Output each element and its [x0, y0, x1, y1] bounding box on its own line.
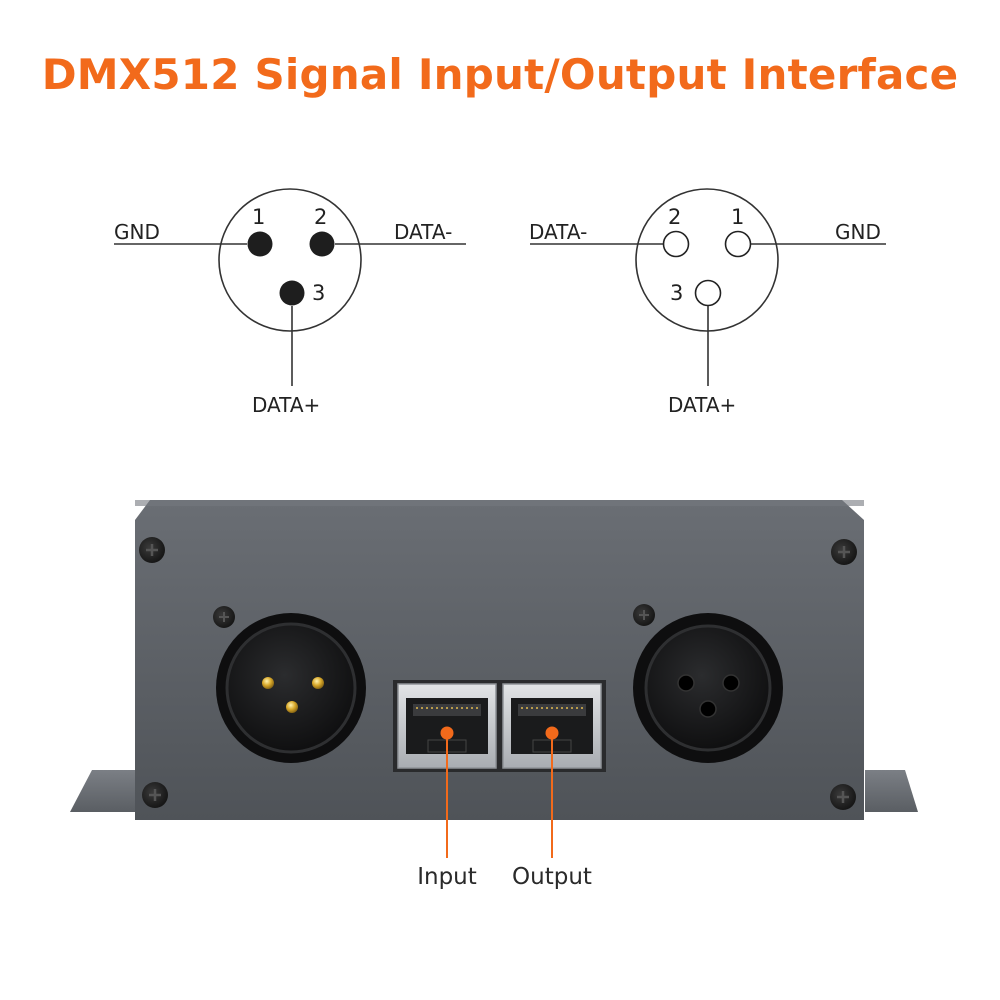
male-xlr-connector[interactable]	[213, 606, 366, 763]
screw-bottom-right	[830, 784, 856, 810]
left-mounting-flange	[70, 770, 135, 812]
female-xlr-socket-2	[722, 674, 740, 692]
male-pin-1-dot	[247, 231, 273, 257]
rj45-input-port[interactable]	[397, 683, 497, 769]
rj45-block	[393, 680, 606, 772]
female-pin-2-dot	[662, 230, 690, 258]
output-callout: Output	[512, 726, 592, 890]
input-label: Input	[417, 864, 477, 890]
female-data-minus-label: DATA-	[529, 220, 587, 244]
female-pin-1-label: 1	[731, 205, 744, 229]
female-xlr-connector[interactable]	[633, 604, 783, 763]
page-title: DMX512 Signal Input/Output Interface	[41, 50, 959, 99]
male-pinout-outline	[218, 188, 362, 332]
right-mounting-flange	[865, 770, 918, 812]
female-xlr-socket-3	[699, 700, 717, 718]
screw-top-left	[139, 537, 165, 563]
device-housing	[70, 500, 918, 820]
top-edge-highlight	[135, 500, 864, 506]
output-label: Output	[512, 864, 592, 890]
male-data-plus-label: DATA+	[252, 393, 320, 417]
female-pin-1-dot	[724, 230, 752, 258]
female-pinout-outline	[635, 188, 779, 332]
female-xlr-face	[644, 624, 772, 752]
male-data-minus-label: DATA-	[394, 220, 452, 244]
male-pin-3-label: 3	[312, 281, 325, 305]
male-xlr-gold-pin-3	[286, 701, 298, 713]
input-callout: Input	[417, 726, 477, 890]
female-xlr-pinout: 2 1 3 DATA- GND DATA+	[529, 188, 886, 417]
female-gnd-label: GND	[835, 220, 881, 244]
male-xlr-face	[225, 622, 357, 754]
male-xlr-screw	[213, 606, 235, 628]
male-pin-3-dot	[279, 280, 305, 306]
male-gnd-label: GND	[114, 220, 160, 244]
male-pin-2-label: 2	[314, 205, 327, 229]
male-pin-1-label: 1	[252, 205, 265, 229]
male-xlr-pinout: 1 2 3 GND DATA- DATA+	[114, 188, 466, 417]
screw-top-right	[831, 539, 857, 565]
female-xlr-socket-1	[677, 674, 695, 692]
male-xlr-gold-pin-1	[262, 677, 274, 689]
male-xlr-gold-pin-2	[312, 677, 324, 689]
male-pin-2-dot	[309, 231, 335, 257]
female-xlr-screw	[633, 604, 655, 626]
female-pin-3-dot	[694, 279, 722, 307]
screw-bottom-left	[142, 782, 168, 808]
female-data-plus-label: DATA+	[668, 393, 736, 417]
female-pin-3-label: 3	[670, 281, 683, 305]
female-pin-2-label: 2	[668, 205, 681, 229]
